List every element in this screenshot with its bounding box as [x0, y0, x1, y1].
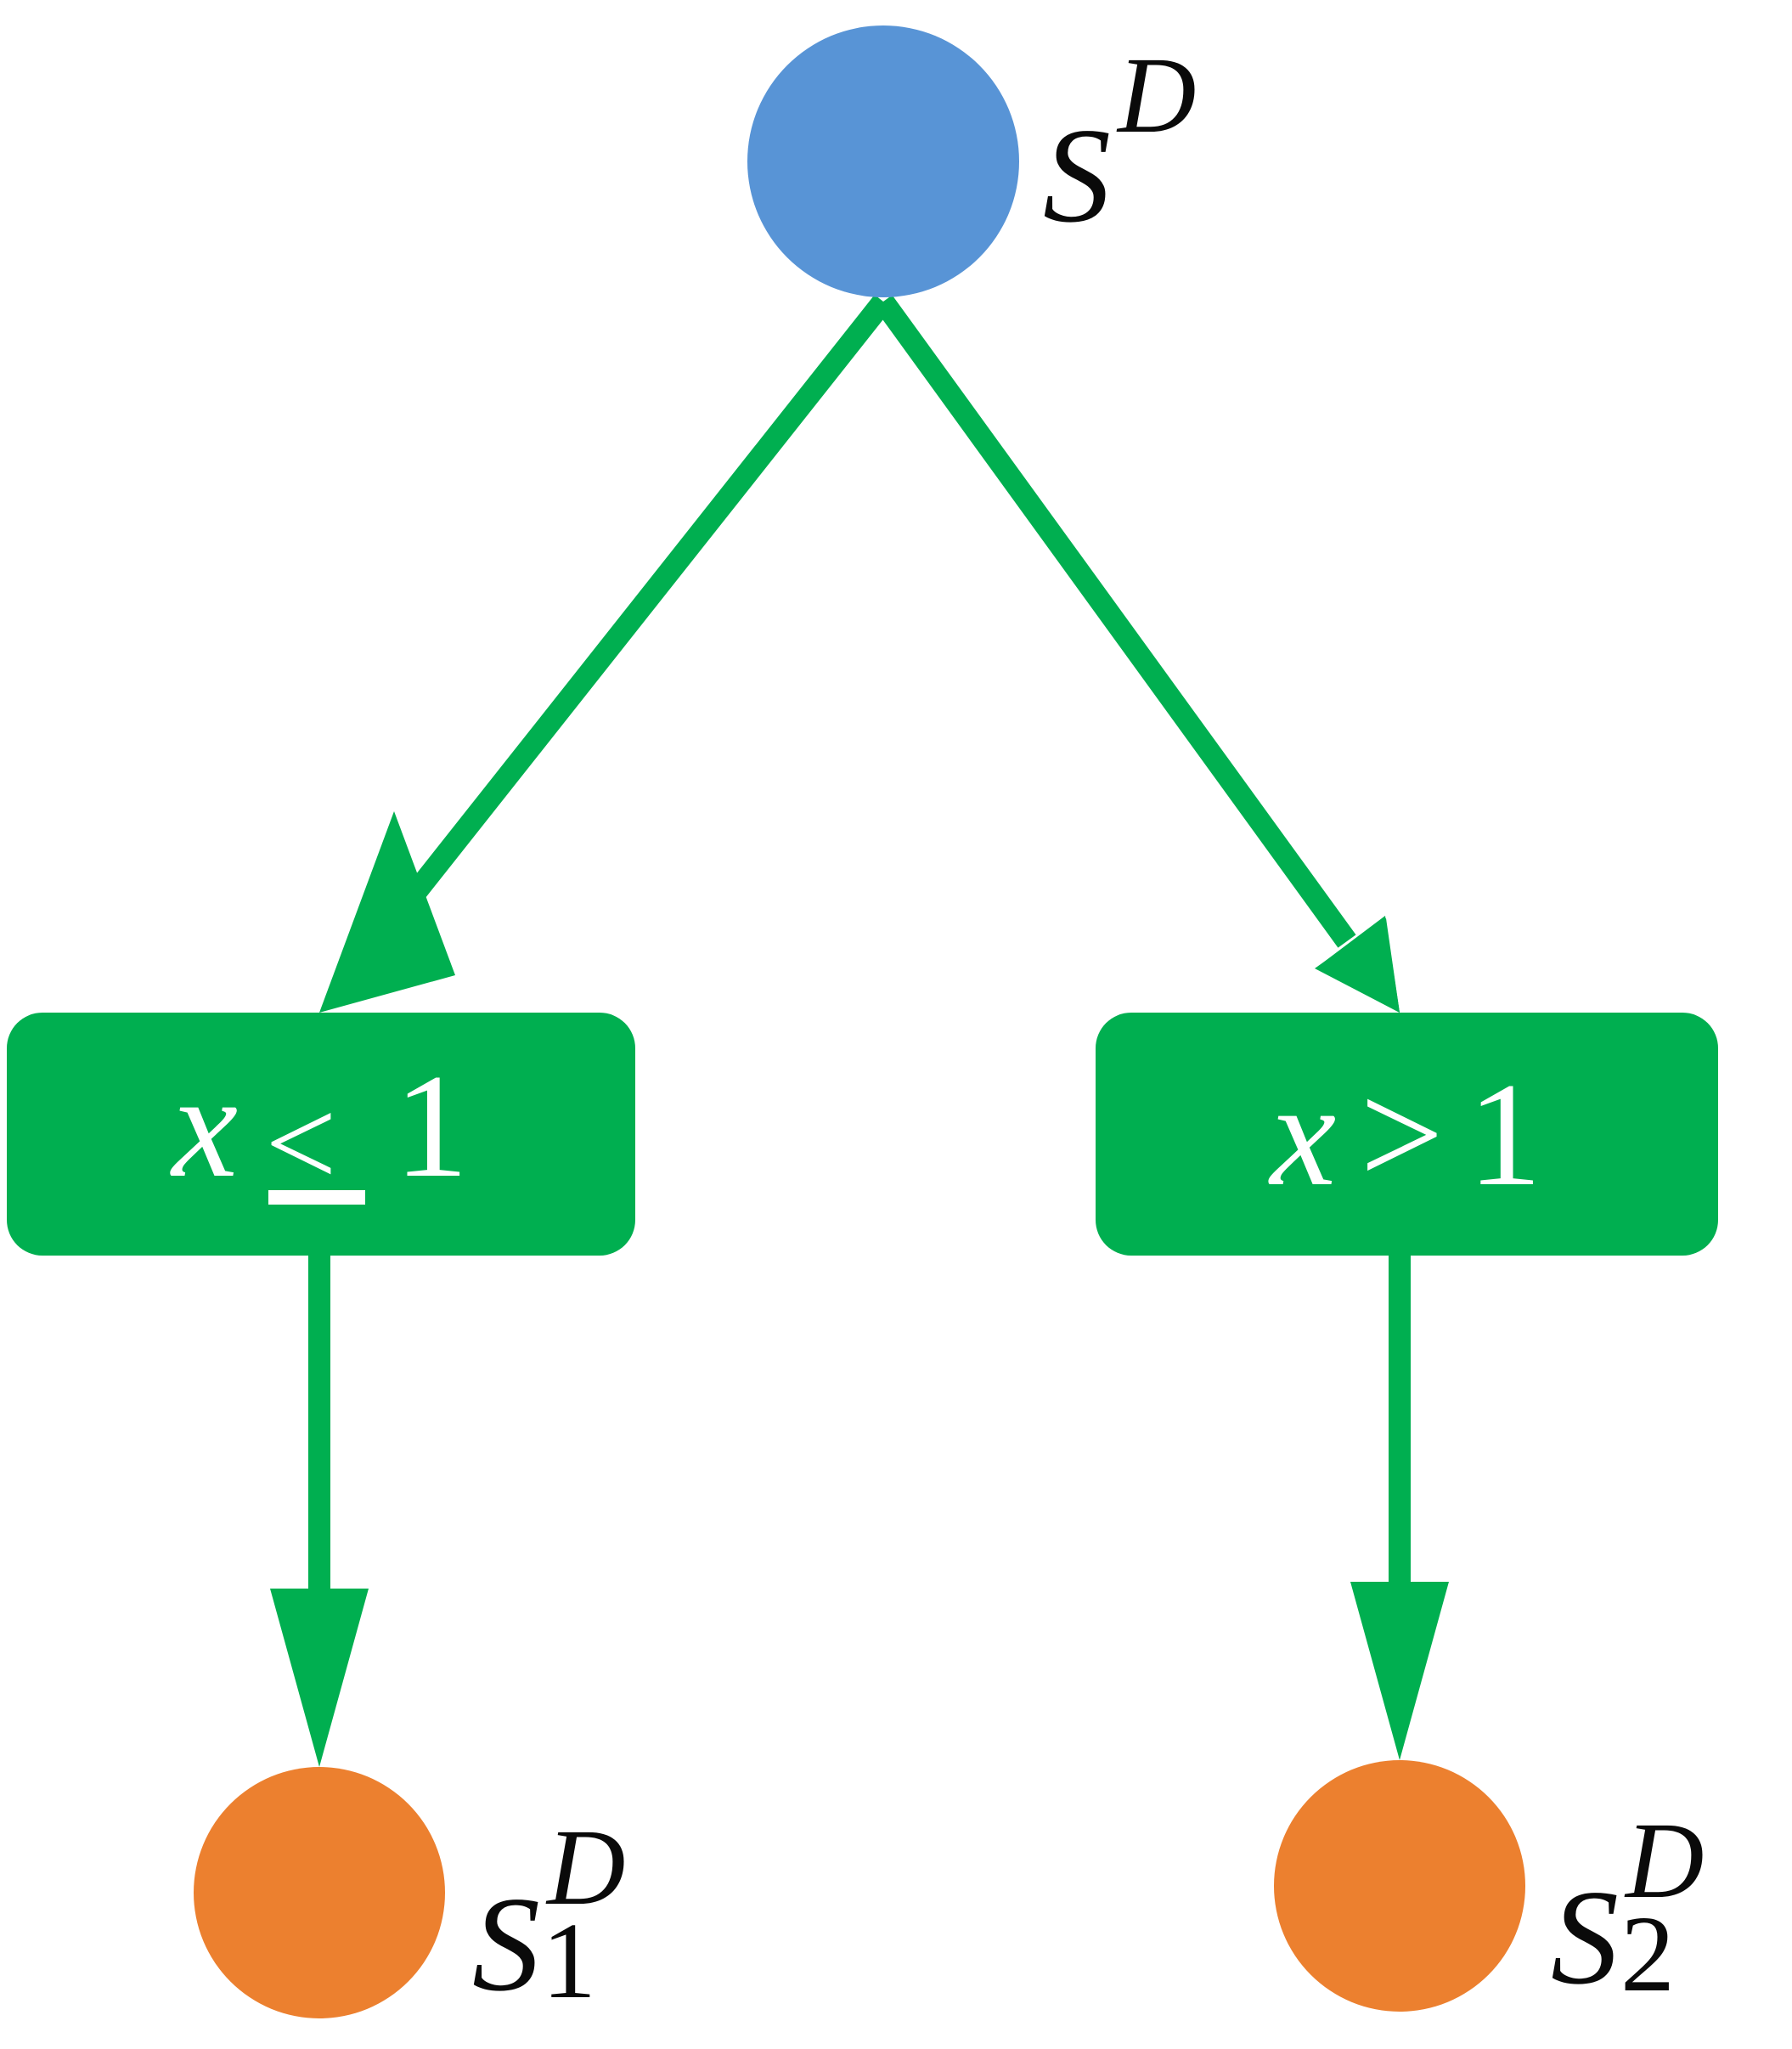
edge-root-to-condition-left — [319, 294, 893, 1013]
less-than-or-equal-icon: < — [262, 1068, 372, 1216]
edge-condition-left-to-leaf-left — [270, 1256, 369, 1767]
leaf-node-circle-left[interactable] — [194, 1767, 445, 2018]
root-label-base: S — [1043, 99, 1111, 251]
root-label-superscript: D — [1118, 35, 1197, 155]
condition-box-left[interactable]: x<1 — [7, 1013, 635, 1256]
leaf-left-label-superscript: D — [547, 1807, 626, 1928]
condition-left-variable: x — [172, 1043, 240, 1209]
leaf-right-label-superscript: D — [1626, 1800, 1705, 1921]
condition-right-value: 1 — [1467, 1051, 1544, 1216]
condition-left-value: 1 — [394, 1043, 471, 1209]
leaf-left-label-subscript: 1 — [542, 1900, 596, 2021]
leaf-left-label-base: S — [472, 1868, 540, 2019]
leaf-right-label-base: S — [1551, 1861, 1619, 2012]
leaf-node-circle-right[interactable] — [1274, 1760, 1525, 2012]
condition-right-variable: x — [1270, 1051, 1338, 1216]
root-node-circle[interactable] — [747, 25, 1019, 297]
root-label-scripts: D — [1111, 41, 1206, 221]
condition-left-text: x<1 — [172, 1052, 470, 1216]
condition-right-text: x>1 — [1271, 1059, 1544, 1209]
condition-box-right[interactable]: x>1 — [1096, 1013, 1718, 1256]
greater-than-icon: > — [1360, 1051, 1445, 1216]
leaf-right-label-subscript: 2 — [1620, 1894, 1675, 2014]
edge-condition-right-to-leaf-right — [1350, 1256, 1449, 1760]
edge-root-to-condition-right — [874, 295, 1400, 1013]
